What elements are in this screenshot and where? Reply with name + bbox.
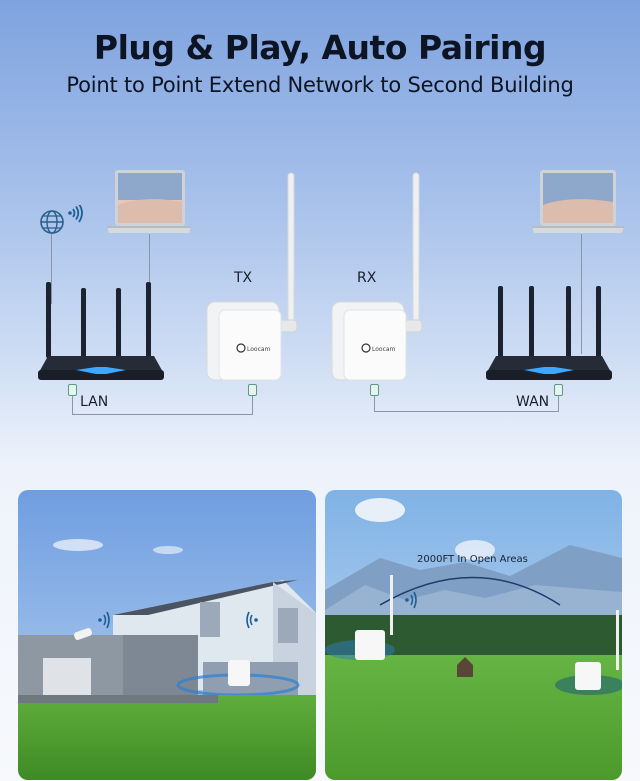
laptop-icon-left <box>107 170 191 233</box>
open-field-scene-panel: 2000FT In Open Areas <box>325 490 622 780</box>
ethernet-plug-icon <box>370 384 379 396</box>
laptop-icon-right <box>532 170 624 233</box>
rx-bridge-device: Loocam <box>331 172 423 381</box>
page-subtitle: Point to Point Extend Network to Second … <box>66 73 574 97</box>
tx-brand-logo: Loocam <box>247 346 271 353</box>
ethernet-plug-icon <box>248 384 257 396</box>
tx-bridge-device: Loocam <box>206 172 298 381</box>
range-label: 2000FT In Open Areas <box>417 554 528 565</box>
globe-icon <box>40 205 83 234</box>
house-scene-panel <box>18 490 316 780</box>
rx-label: RX <box>357 270 377 286</box>
ethernet-plug-icon <box>68 384 77 396</box>
rx-brand-logo: Loocam <box>372 346 396 353</box>
tx-label: TX <box>234 270 253 286</box>
lan-label: LAN <box>80 394 109 410</box>
wifi-signal-icon <box>68 205 83 223</box>
router-icon-right <box>486 286 612 380</box>
page-title: Plug & Play, Auto Pairing <box>93 28 547 67</box>
house-scene-image <box>18 490 316 780</box>
router-icon-left <box>38 282 164 380</box>
open-field-scene-image <box>325 490 622 780</box>
ethernet-plug-icon <box>554 384 563 396</box>
wan-label: WAN <box>516 394 550 410</box>
